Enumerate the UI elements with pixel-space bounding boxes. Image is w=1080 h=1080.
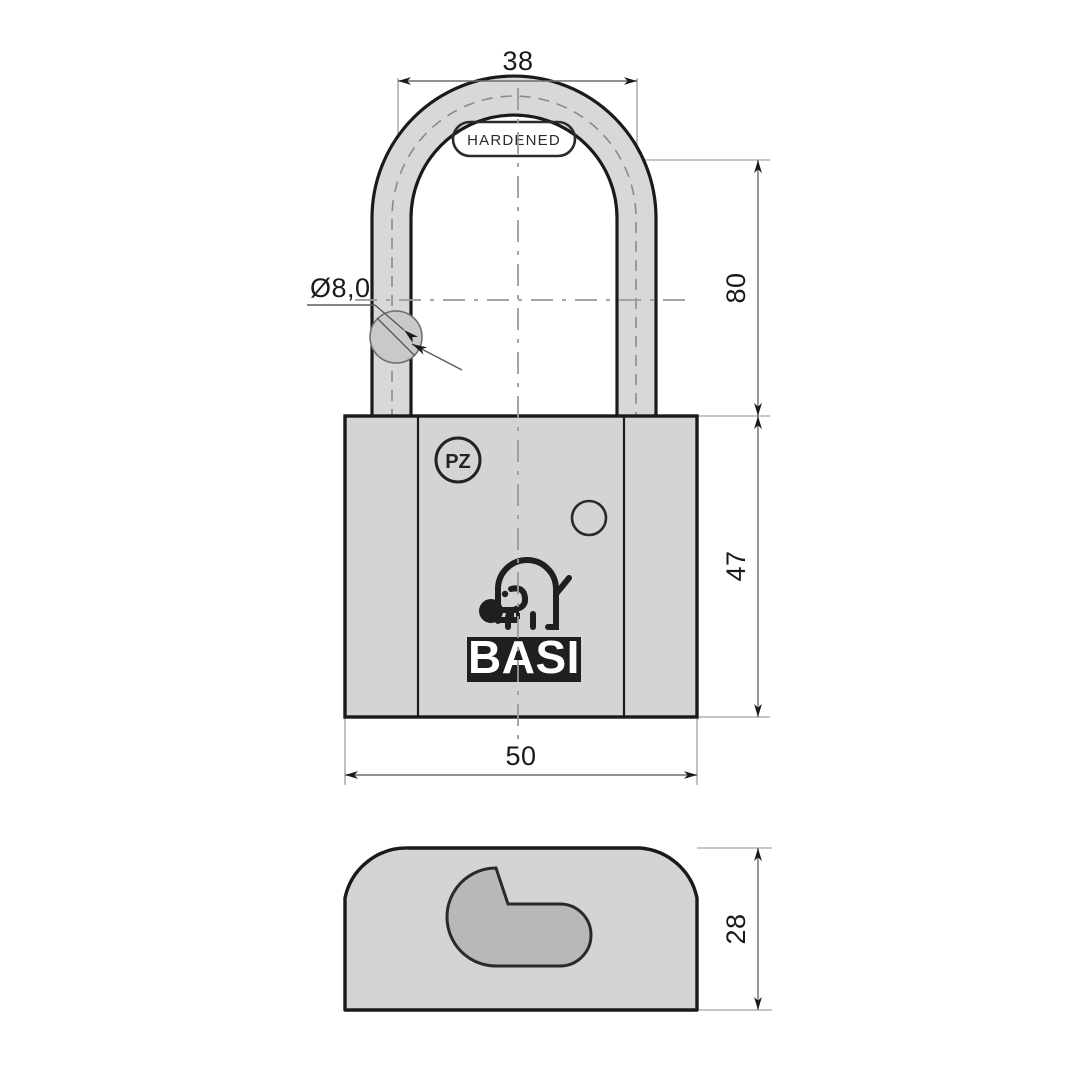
pz-badge-label: PZ <box>445 451 471 473</box>
dimension-body-height: 47 <box>721 416 762 717</box>
basi-wordmark-label: BASI <box>468 631 580 683</box>
cylinder-keyway-cutout <box>445 866 593 968</box>
dimension-shackle-width-value: 38 <box>502 46 533 76</box>
callout-shackle-hole: Ø8,0 <box>307 273 463 371</box>
keyway-profile <box>445 866 593 968</box>
callout-shackle-hole-value: Ø8,0 <box>310 273 371 303</box>
bottom-view <box>343 846 699 1012</box>
dimension-body-height-value: 47 <box>721 550 751 581</box>
dimension-body-width: 50 <box>345 741 697 779</box>
shackle-hole <box>369 310 423 364</box>
hardened-stamp-label: HARDENED <box>467 132 561 149</box>
dimension-shackle-height: 80 <box>721 160 762 416</box>
hardened-stamp: HARDENED <box>451 120 577 158</box>
dimension-shackle-height-value: 80 <box>721 272 751 303</box>
shackle: HARDENED <box>369 74 658 422</box>
dimension-body-depth: 28 <box>721 848 762 1010</box>
dimension-shackle-width: 38 <box>398 46 637 85</box>
basi-elephant-icon <box>495 557 572 630</box>
basi-wordmark: BASI <box>467 631 581 683</box>
body-pin-hole <box>570 499 608 537</box>
pz-badge: PZ <box>434 436 482 484</box>
shackle-outline <box>370 74 658 422</box>
dimension-body-depth-value: 28 <box>721 913 751 944</box>
lock-body: PZ BASI <box>343 414 699 719</box>
center-lines-front <box>355 88 690 740</box>
dimension-body-width-value: 50 <box>505 741 536 771</box>
shackle-hidden-edges <box>391 95 637 420</box>
